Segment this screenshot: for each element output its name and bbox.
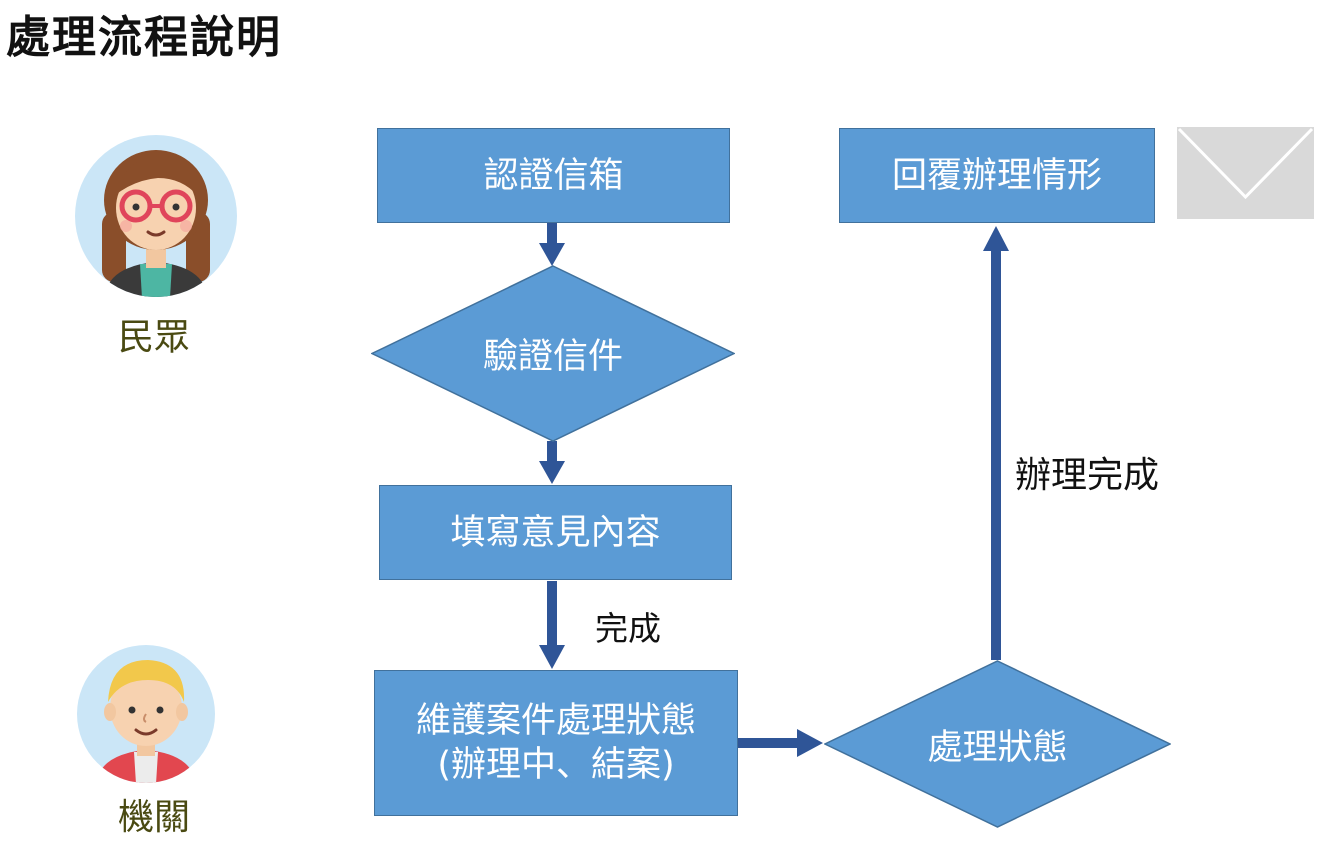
edge-label-complete: 完成 [595, 609, 661, 648]
node-verify-mail-shape [370, 265, 736, 442]
node-maintain-status: 維護案件處理狀態 (辦理中、結案) [374, 670, 738, 816]
arrow-head-verify-to-fill [539, 461, 565, 484]
node-process-status-text: 處理狀態 [927, 727, 1068, 768]
node-fill-opinion: 填寫意見內容 [379, 485, 732, 580]
node-reply-result: 回覆辦理情形 [839, 128, 1155, 223]
node-reply-result-text: 回覆辦理情形 [891, 155, 1102, 196]
node-certify-mailbox: 認證信箱 [377, 128, 730, 223]
arrow-head-certify-to-verify [539, 243, 565, 266]
node-process-status: 處理狀態 [823, 660, 1172, 828]
agency-label: 機關 [117, 797, 190, 838]
node-verify-mail-text: 驗證信件 [482, 337, 623, 377]
girl-avatar-icon [75, 135, 237, 297]
arrow-shaft-fill-to-maintain [547, 581, 557, 649]
edge-label-handled-complete: 辦理完成 [1015, 455, 1160, 496]
node-verify-mail: 驗證信件 [370, 265, 736, 442]
node-fill-opinion-text: 填寫意見內容 [450, 512, 661, 553]
envelope-icon [1177, 127, 1314, 219]
citizen-label: 民眾 [117, 317, 190, 358]
arrow-shaft-maintain-to-status [738, 738, 800, 748]
node-maintain-status-line1: 維護案件處理狀態 [415, 701, 696, 741]
arrow-head-maintain-to-status [797, 729, 823, 757]
arrow-shaft-status-to-reply [991, 248, 1001, 660]
node-certify-mailbox-text: 認證信箱 [483, 155, 624, 196]
arrow-shaft-verify-to-fill [547, 441, 557, 465]
node-maintain-status-line2: (辦理中、結案) [437, 745, 675, 785]
boy-avatar-icon [77, 645, 215, 783]
arrow-head-status-to-reply [983, 226, 1009, 251]
arrow-head-fill-to-maintain [539, 645, 565, 669]
page-title: 處理流程說明 [6, 12, 282, 63]
arrow-shaft-certify-to-verify [547, 223, 557, 247]
node-process-status-shape [823, 660, 1172, 828]
